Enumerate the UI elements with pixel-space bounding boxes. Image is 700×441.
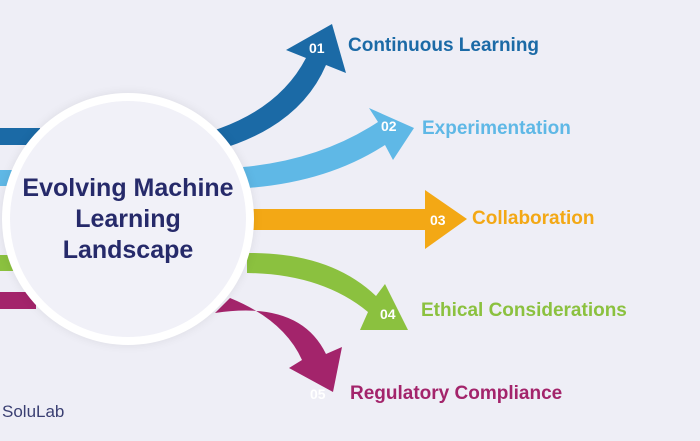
branch-label-05: Regulatory Compliance [350,383,563,404]
branch-number-04: 04 [380,306,396,322]
branch-label-03: Collaboration [472,208,595,229]
branch-number-03: 03 [430,212,446,228]
branch-number-05: 05 [310,386,326,402]
arrow-03 [252,190,467,249]
branch-label-01: Continuous Learning [348,35,540,56]
branch-label-04: Ethical Considerations [421,300,627,321]
arrow-04 [247,252,408,330]
arrow-05 [215,298,342,392]
branch-number-01: 01 [309,40,325,56]
left-stub-magenta [0,292,36,309]
arrow-01 [215,24,346,150]
branch-number-02: 02 [381,118,397,134]
arrow-02 [243,108,414,188]
hub-title: Evolving Machine Learning Landscape [22,173,234,264]
brand-logo-text: SoluLab [2,402,65,421]
hub-circle: Evolving Machine Learning Landscape [2,93,254,345]
branch-label-02: Experimentation [422,118,571,139]
